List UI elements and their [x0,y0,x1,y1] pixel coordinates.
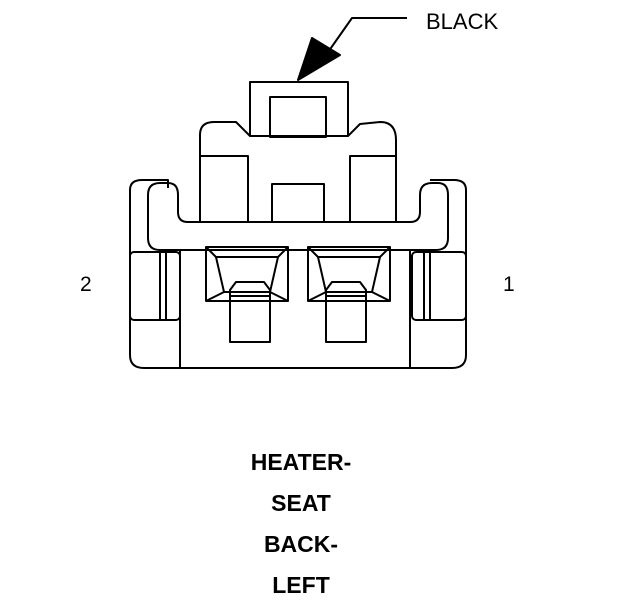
latch [250,82,348,136]
outer-body [130,180,466,368]
lower-cavity [180,250,410,368]
inner-body [148,183,448,250]
latch-window [270,97,326,137]
connector-name-line-1: HEATER- [250,449,352,475]
pin-2-label: 2 [80,273,92,296]
pin-1-label: 1 [503,273,515,296]
upper-housing-inner-left [200,156,248,222]
upper-housing-inner-right [350,156,396,222]
side-key-left [130,252,180,320]
upper-housing [200,122,396,222]
color-leader [298,18,407,80]
connector-name-line-2: SEAT [271,490,331,516]
connector-name-line-4: LEFT [272,572,330,598]
terminal-cavity-2 [206,247,288,342]
center-window [272,184,324,222]
connector-color-label: BLACK [426,9,499,34]
side-key-right [412,252,466,320]
connector-name-line-3: BACK- [263,531,339,557]
terminal-cavity-1 [308,247,390,342]
